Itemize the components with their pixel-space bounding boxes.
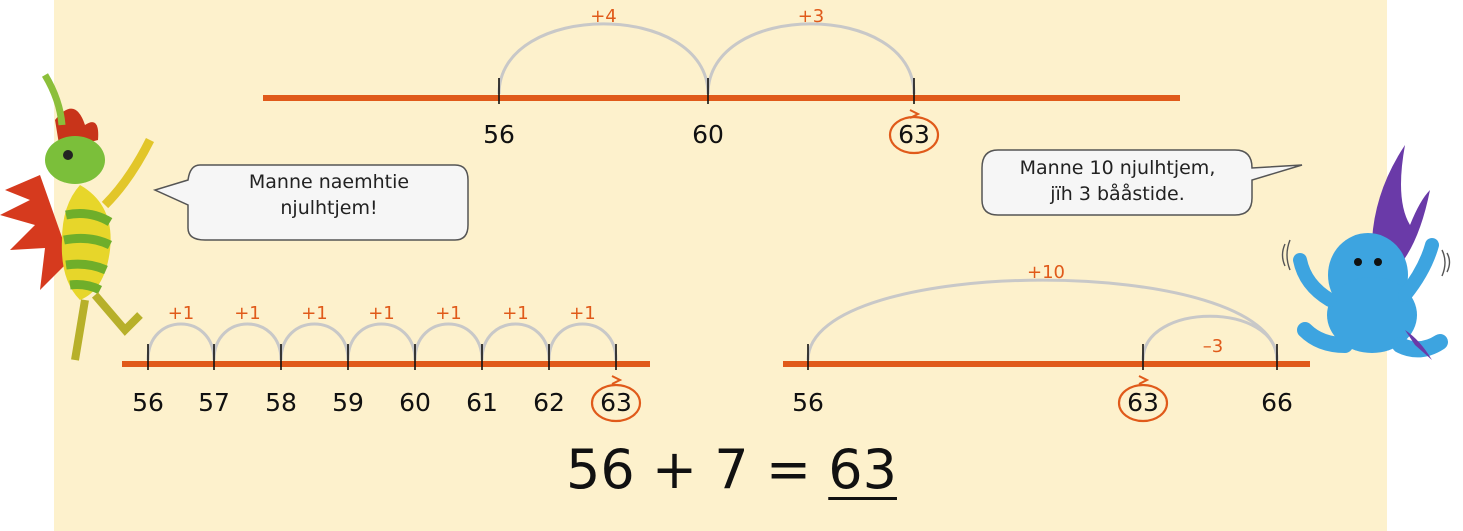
bottom_left-jump-arc (549, 324, 616, 360)
right-bubble-line-2: jïh 3 bååstide. (990, 181, 1245, 207)
equation-answer: 63 (828, 438, 897, 501)
bottom_left-tick-label: 63 (600, 388, 632, 417)
top-tick-label: 63 (898, 120, 930, 149)
bottom_right-tick-label: 56 (792, 388, 824, 417)
bottom_left-jump-arc (415, 324, 482, 360)
top-jump-arc (708, 24, 914, 94)
bottom_left-tick-label: 61 (466, 388, 498, 417)
bottom_left-jump-arc (148, 324, 214, 360)
equation: 56 + 7 = 63 (0, 438, 1463, 501)
bottom_left-tick-label: 62 (533, 388, 565, 417)
bottom_left-jump-arc (348, 324, 415, 360)
blue-creature-icon (1300, 145, 1440, 360)
bottom_right-answer-arrowhead (1139, 376, 1147, 384)
left-bubble-line-2: njulhtjem! (200, 195, 458, 221)
bottom_left-jump-label: +1 (168, 303, 195, 324)
bottom_right-jump-label: +10 (1027, 262, 1065, 283)
right-bubble-line-1: Manne 10 njulhtjem, (990, 155, 1245, 181)
equation-left: 56 + 7 = (566, 438, 811, 501)
bottom_left-tick-label: 58 (265, 388, 297, 417)
bottom_left-jump-label: +1 (435, 303, 462, 324)
top-jump-label: +3 (798, 6, 825, 27)
bottom_right-tick-label: 63 (1127, 388, 1159, 417)
bottom_left-tick-label: 57 (198, 388, 230, 417)
left-bubble-line-1: Manne naemhtie (200, 169, 458, 195)
bottom_left-jump-arc (482, 324, 549, 360)
left-bubble-text: Manne naemhtie njulhtjem! (200, 169, 458, 221)
motion-mark (1442, 250, 1445, 276)
motion-mark (1283, 244, 1286, 266)
top-tick-label: 60 (692, 120, 724, 149)
bottom_left-jump-label: +1 (502, 303, 529, 324)
bottom_right-jump-label: –3 (1203, 336, 1223, 357)
bottom_left-jump-arc (214, 324, 281, 360)
top-jump-arc (499, 24, 708, 94)
bottom_left-tick-label: 59 (332, 388, 364, 417)
motion-mark (1447, 253, 1450, 272)
bottom_left-jump-label: +1 (301, 303, 328, 324)
bottom_left-jump-label: +1 (234, 303, 261, 324)
bottom_left-tick-label: 60 (399, 388, 431, 417)
bottom_left-jump-arc (281, 324, 348, 360)
right-bubble-text: Manne 10 njulhtjem, jïh 3 bååstide. (990, 155, 1245, 207)
top-jump-label: +4 (590, 6, 617, 27)
bottom_left-jump-label: +1 (569, 303, 596, 324)
bottom_left-tick-label: 56 (132, 388, 164, 417)
motion-mark (1287, 240, 1290, 270)
bottom_left-answer-arrowhead (612, 376, 620, 384)
bottom_right-tick-label: 66 (1261, 388, 1293, 417)
top-tick-label: 56 (483, 120, 515, 149)
bottom_left-jump-label: +1 (368, 303, 395, 324)
green-creature-icon (0, 75, 150, 360)
